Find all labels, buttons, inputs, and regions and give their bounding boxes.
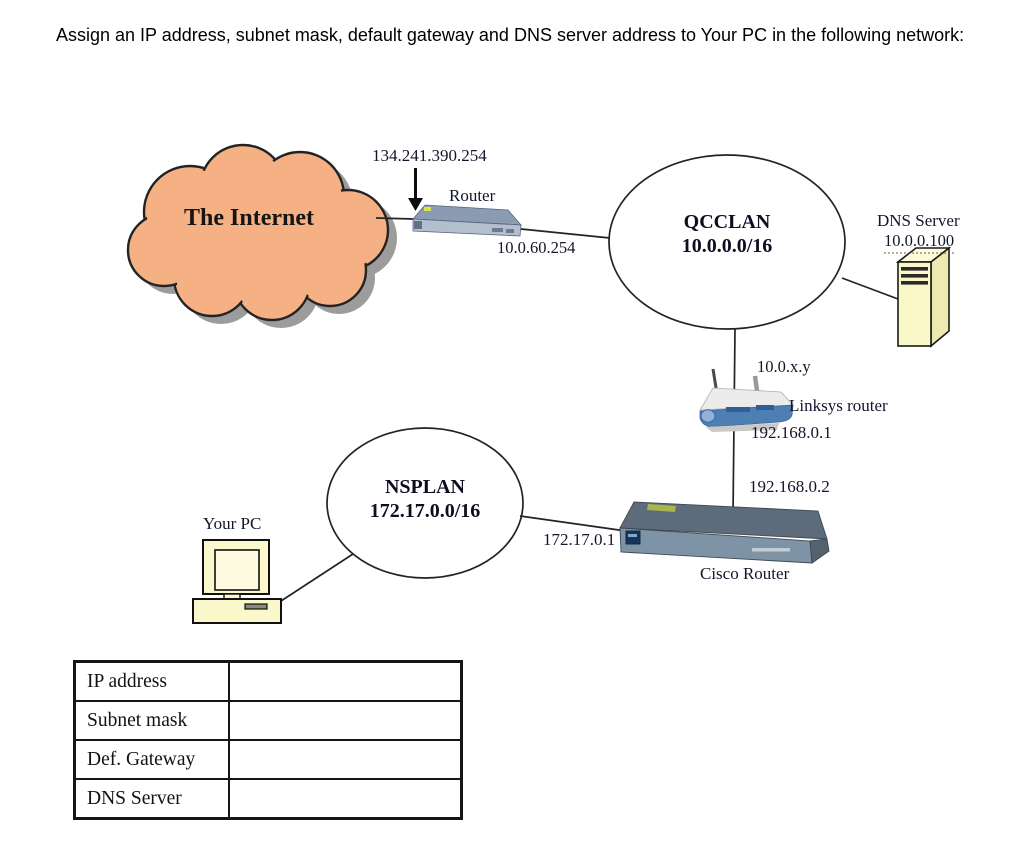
answer-row-label: IP address [73, 660, 230, 702]
cisco-lan-ip-label: 172.17.0.1 [543, 530, 616, 549]
answer-row-value [228, 660, 463, 702]
linksys-label: Linksys router [789, 396, 888, 415]
router-icon [412, 204, 522, 237]
internet-label: The Internet [184, 205, 314, 231]
qcclan-subnet: 10.0.0.0/16 [681, 235, 773, 257]
linksys-router-icon [699, 368, 794, 432]
link-nsplan-to-cisco [519, 515, 627, 532]
linksys-wan-ip-label: 10.0.x.y [757, 357, 811, 376]
linksys-lan-ip-label: 192.168.0.1 [751, 423, 832, 442]
answer-row-value [228, 700, 463, 741]
qcclan-ellipse [608, 154, 846, 330]
pc-icon [192, 539, 282, 624]
table-row: DNS Server [73, 778, 463, 820]
down-arrow-icon [408, 168, 423, 211]
server-tower-icon [895, 246, 952, 348]
cisco-wan-ip-label: 192.168.0.2 [749, 477, 830, 496]
edge-router-label: Router [449, 186, 496, 205]
cisco-router-label: Cisco Router [700, 564, 790, 583]
internet-cloud [126, 143, 390, 322]
link-pc-to-nsplan [280, 553, 354, 602]
answer-row-label: Subnet mask [73, 700, 230, 741]
table-row: Subnet mask [73, 700, 463, 741]
table-row: Def. Gateway [73, 739, 463, 780]
your-pc-label: Your PC [203, 514, 262, 533]
edge-router-wan-ip-label: 134.241.390.254 [372, 146, 487, 165]
answer-row-value [228, 778, 463, 820]
edge-router-lan-ip-label: 10.0.60.254 [497, 238, 576, 257]
link-qcclan-to-dns [841, 277, 899, 300]
qcclan-label-group: QCCLAN 10.0.0.0/16 [627, 210, 827, 258]
dns-server-label: DNS Server [877, 211, 960, 230]
qcclan-name: QCCLAN [683, 211, 771, 233]
nsplan-subnet: 172.17.0.0/16 [369, 500, 481, 522]
link-cloud-to-router [375, 217, 415, 220]
answer-row-value [228, 739, 463, 780]
nsplan-ellipse [326, 427, 524, 579]
nsplan-name: NSPLAN [384, 476, 465, 498]
link-router-to-qcclan [520, 228, 611, 239]
answer-row-label: DNS Server [73, 778, 230, 820]
table-row: IP address [73, 660, 463, 702]
nsplan-label-group: NSPLAN 172.17.0.0/16 [325, 475, 525, 523]
page-title: Assign an IP address, subnet mask, defau… [56, 25, 965, 45]
dns-server-ip-label: 10.0.0.100 [884, 231, 955, 254]
answer-row-label: Def. Gateway [73, 739, 230, 780]
cisco-router-icon [619, 501, 830, 564]
answer-table: IP address Subnet mask Def. Gateway DNS … [73, 660, 463, 820]
